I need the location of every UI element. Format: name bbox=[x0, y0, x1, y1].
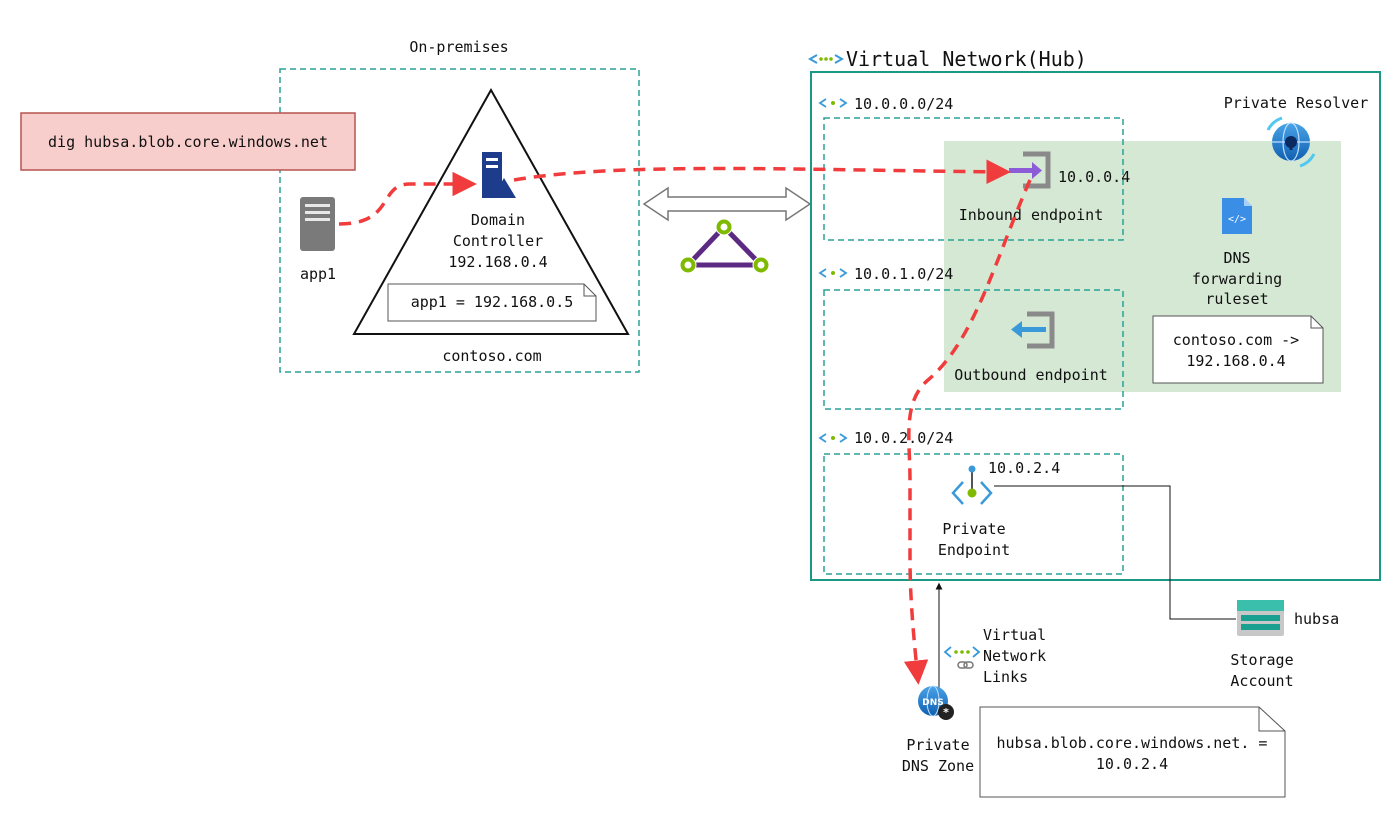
dns-record-note bbox=[979, 706, 1286, 798]
app1-label: app1 bbox=[300, 265, 336, 283]
svg-text:</>: </> bbox=[1228, 214, 1246, 225]
dc-label-line1: Domain bbox=[471, 211, 525, 229]
subnet-1-icon bbox=[818, 98, 848, 108]
subnet-2-icon bbox=[818, 268, 848, 278]
pe-label-line1: Private bbox=[942, 520, 1005, 538]
subnet-2-label: 10.0.1.0/24 bbox=[854, 265, 953, 283]
rule-line1: contoso.com -> bbox=[1173, 331, 1299, 349]
vnet-icon bbox=[807, 54, 845, 64]
dns-zone-label-line2: DNS Zone bbox=[902, 757, 974, 775]
ruleset-line3: ruleset bbox=[1205, 290, 1268, 308]
subnet-3-icon bbox=[818, 433, 848, 443]
ruleset-line1: DNS bbox=[1223, 249, 1250, 267]
private-endpoint-icon[interactable] bbox=[951, 465, 993, 505]
connection-arrow-icon bbox=[642, 186, 812, 222]
dns-ruleset-icon[interactable]: </> bbox=[1222, 198, 1252, 234]
subnet-3-label: 10.0.2.0/24 bbox=[854, 429, 953, 447]
command-box[interactable] bbox=[20, 112, 356, 171]
domain-controller-shape bbox=[352, 87, 630, 335]
ruleset-line2: forwarding bbox=[1192, 270, 1282, 288]
storage-name: hubsa bbox=[1294, 610, 1339, 628]
dns-record-line1: hubsa.blob.core.windows.net. = bbox=[997, 734, 1268, 752]
dns-record-line2: 10.0.2.4 bbox=[1096, 755, 1168, 773]
onprem-title: On-premises bbox=[409, 38, 508, 56]
onprem-domain: contoso.com bbox=[442, 347, 541, 365]
storage-label-line2: Account bbox=[1230, 672, 1293, 690]
server-icon[interactable] bbox=[300, 197, 335, 251]
private-resolver-icon[interactable] bbox=[1266, 116, 1316, 168]
pe-label-line2: Endpoint bbox=[938, 541, 1010, 559]
app1-record-note bbox=[387, 283, 597, 322]
dns-icon-text: DNS bbox=[922, 698, 944, 708]
pe-storage-connector bbox=[994, 485, 1236, 620]
storage-label-line1: Storage bbox=[1230, 651, 1293, 669]
subnet-1-label: 10.0.0.0/24 bbox=[854, 95, 953, 113]
vnet-links-line3: Links bbox=[983, 668, 1028, 686]
dns-zone-label-line1: Private bbox=[906, 736, 969, 754]
rule-line2: 192.168.0.4 bbox=[1186, 352, 1285, 370]
dc-label-line2: Controller bbox=[453, 232, 543, 250]
inbound-label: Inbound endpoint bbox=[959, 206, 1104, 224]
storage-account-icon[interactable] bbox=[1237, 600, 1284, 636]
outbound-endpoint-icon[interactable] bbox=[1011, 311, 1055, 349]
hub-vnet-boundary bbox=[810, 71, 1381, 581]
hub-title: Virtual Network(Hub) bbox=[846, 47, 1087, 71]
query-flow-dc-to-inbound bbox=[513, 159, 1011, 185]
outbound-label: Outbound endpoint bbox=[954, 366, 1108, 384]
private-dns-zone-icon[interactable]: DNS * bbox=[918, 685, 954, 720]
resolver-label: Private Resolver bbox=[1224, 94, 1369, 112]
domain-controller-icon[interactable] bbox=[482, 152, 516, 198]
query-flow-app-to-dc bbox=[338, 171, 477, 226]
app1-record-text: app1 = 192.168.0.5 bbox=[411, 293, 574, 311]
subnet-1 bbox=[823, 117, 1124, 241]
vnet-links-line2: Network bbox=[983, 647, 1046, 665]
command-text: dig hubsa.blob.core.windows.net bbox=[48, 133, 328, 151]
query-flow-inbound-to-dns-zone bbox=[903, 179, 1032, 685]
inbound-endpoint-icon[interactable] bbox=[1009, 151, 1051, 189]
pe-ip: 10.0.2.4 bbox=[988, 459, 1060, 477]
inbound-ip: 10.0.0.4 bbox=[1058, 168, 1130, 186]
ruleset-note bbox=[1152, 315, 1324, 384]
onprem-boundary bbox=[279, 68, 640, 373]
vnet-links-line1: Virtual bbox=[983, 626, 1046, 644]
dc-ip: 192.168.0.4 bbox=[448, 253, 547, 271]
vnet-links-icon bbox=[943, 646, 981, 669]
svg-text:*: * bbox=[943, 706, 949, 719]
peering-icon bbox=[679, 218, 770, 274]
